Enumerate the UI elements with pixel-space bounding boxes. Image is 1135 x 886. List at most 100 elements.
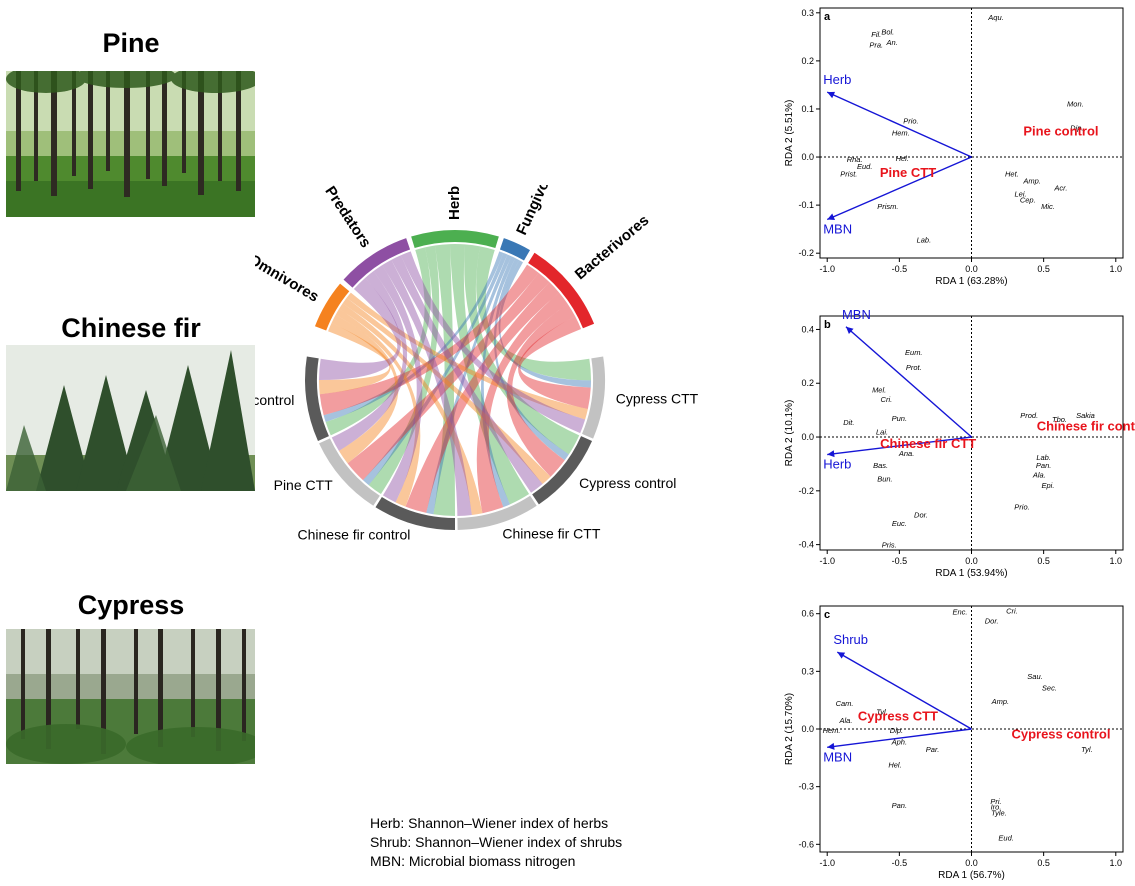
chord-arc-pine-control: [305, 356, 329, 442]
species-label: Hel.: [888, 760, 901, 769]
arrow-herb: [826, 91, 972, 158]
chord-ribbon-bacterivores-chinese-fir-control: [405, 282, 560, 513]
arrow-label-herb: Herb: [823, 72, 851, 87]
species-label: Prio.: [903, 116, 918, 125]
species-label: Sec.: [1042, 684, 1057, 693]
species-label: Lei.: [1015, 189, 1027, 198]
species-label: Fil.: [871, 30, 881, 39]
species-label: Tyle.: [991, 808, 1007, 817]
species-label: Lai.: [876, 427, 888, 436]
x-tick-label: -0.5: [892, 264, 908, 274]
species-label: Mic.: [1041, 202, 1055, 211]
chord-label-bacterivores: Bacterivores: [572, 212, 653, 283]
chord-arc-cypress-ctt: [582, 356, 605, 439]
note-mbn: MBN: Microbial biomass nitrogen: [370, 853, 576, 869]
chord-ribbon-bacterivores-cypress-control: [506, 303, 576, 477]
x-tick-label: 0.0: [965, 556, 978, 566]
chord-ribbons: [319, 244, 591, 517]
treatment-label-pine-ctt: Pine CTT: [880, 165, 936, 180]
species-label: Cam.: [836, 699, 854, 708]
chord-ribbon-omnivores-cypress-control: [342, 297, 551, 485]
chord-ribbon-herbivores-cypress-control: [464, 244, 580, 455]
y-tick-label: 0.0: [801, 724, 814, 734]
species-label: Pri.: [990, 797, 1001, 806]
x-tick-label: 1.0: [1110, 858, 1123, 868]
species-label: Hem.: [892, 128, 910, 137]
cypress-forest-photo: [6, 629, 255, 764]
species-label: An.: [886, 38, 898, 47]
species-label: Par.: [926, 745, 939, 754]
chord-ribbon-omnivores-cypress-ctt: [346, 292, 588, 420]
chord-arc-fungivores: [499, 238, 530, 261]
chord-ribbon-bacterivores-pine-control: [319, 264, 539, 416]
chord-label-omnivores: Omnivores: [255, 251, 322, 305]
species-label: Dip.: [1070, 124, 1083, 133]
x-tick-label: 0.5: [1037, 264, 1050, 274]
species-label: Dip.: [890, 726, 903, 735]
chord-arc-pine-ctt: [319, 438, 380, 506]
x-tick-label: -1.0: [819, 556, 835, 566]
arrow-label-mbn: MBN: [823, 749, 852, 764]
species-label: Enc.: [952, 608, 967, 617]
y-tick-label: 0.0: [801, 152, 814, 162]
chord-label-chinese-fir-ctt: Chinese fir CTT: [502, 526, 600, 542]
pine-forest-photo: [6, 71, 255, 217]
species-label: Cep.: [1020, 196, 1036, 205]
abbreviation-notes: Herb: Shannon–Wiener index of herbs Shru…: [370, 814, 622, 871]
species-label: Mel.: [872, 386, 886, 395]
species-label: Acr.: [1053, 184, 1067, 193]
x-tick-label: 0.5: [1037, 556, 1050, 566]
chord-ribbon-herbivores-pine-control: [325, 247, 431, 436]
x-axis-label: RDA 1 (56.7%): [938, 870, 1005, 881]
species-label: Pris.: [882, 540, 897, 549]
species-label: Ana.: [898, 449, 914, 458]
species-label: Cri.: [881, 395, 893, 404]
species-label: Eud.: [998, 833, 1013, 842]
chord-ribbon-predators-cypress-control: [391, 255, 543, 493]
species-label: Mon.: [1067, 100, 1084, 109]
arrow-mbn: [827, 728, 972, 750]
species-label: Het.: [1005, 169, 1019, 178]
chord-ribbon-herbivores-chinese-fir-ctt: [449, 244, 530, 505]
species-label: Tbo.: [1052, 415, 1067, 424]
chord-ribbon-omnivores-chinese-fir-control: [335, 309, 421, 507]
species-label: Epi.: [1042, 481, 1055, 490]
species-label: Lab.: [1036, 453, 1051, 462]
forest-title-chinese-fir: Chinese fir: [61, 313, 201, 343]
species-label: Dor.: [914, 511, 928, 520]
y-tick-label: 0.3: [801, 666, 814, 676]
chord-ribbon-predators-pine-control: [319, 277, 401, 380]
y-tick-label: 0.3: [801, 8, 814, 18]
species-label: Prot.: [906, 363, 922, 372]
y-tick-label: -0.2: [798, 248, 814, 258]
x-tick-label: 1.0: [1110, 264, 1123, 274]
species-label: Prod.: [1020, 411, 1038, 420]
treatment-label-pine-control: Pine control: [1023, 123, 1098, 138]
x-tick-label: 0.0: [965, 264, 978, 274]
chinese-fir-forest-photo: [6, 345, 255, 491]
treatment-label-cypress-control: Cypress control: [1011, 727, 1110, 742]
x-tick-label: -1.0: [819, 264, 835, 274]
x-tick-label: 0.0: [965, 858, 978, 868]
panel-label: c: [824, 609, 830, 621]
chord-label-pine-ctt: Pine CTT: [274, 477, 334, 493]
chord-ribbon-bacterivores-pine-ctt: [347, 272, 550, 481]
species-label: Prio.: [1014, 503, 1029, 512]
chord-label-chinese-fir-control: Chinese fir control: [298, 526, 411, 542]
species-label: Pra.: [869, 40, 883, 49]
arrow-label-shrub: Shrub: [833, 632, 868, 647]
treatment-label-chinese-fir-ctt: Chinese fir CTT: [880, 436, 976, 451]
chord-ribbon-bacterivores-cypress-ctt: [518, 316, 591, 410]
x-tick-label: -0.5: [892, 556, 908, 566]
chord-ribbon-omnivores-pine-ctt: [331, 314, 399, 464]
arrow-label-mbn: MBN: [823, 222, 852, 237]
y-axis-label: RDA 2 (10.1%): [784, 400, 795, 467]
chord-label-predators: Predators: [321, 185, 374, 251]
note-herb: Herb: Shannon–Wiener index of herbs: [370, 815, 609, 831]
chord-ribbon-fungivores-chinese-fir-control: [426, 254, 512, 515]
y-tick-label: 0.4: [801, 324, 814, 334]
panel-label: a: [824, 11, 831, 23]
panel-label: b: [824, 319, 831, 331]
y-tick-label: 0.2: [801, 56, 814, 66]
